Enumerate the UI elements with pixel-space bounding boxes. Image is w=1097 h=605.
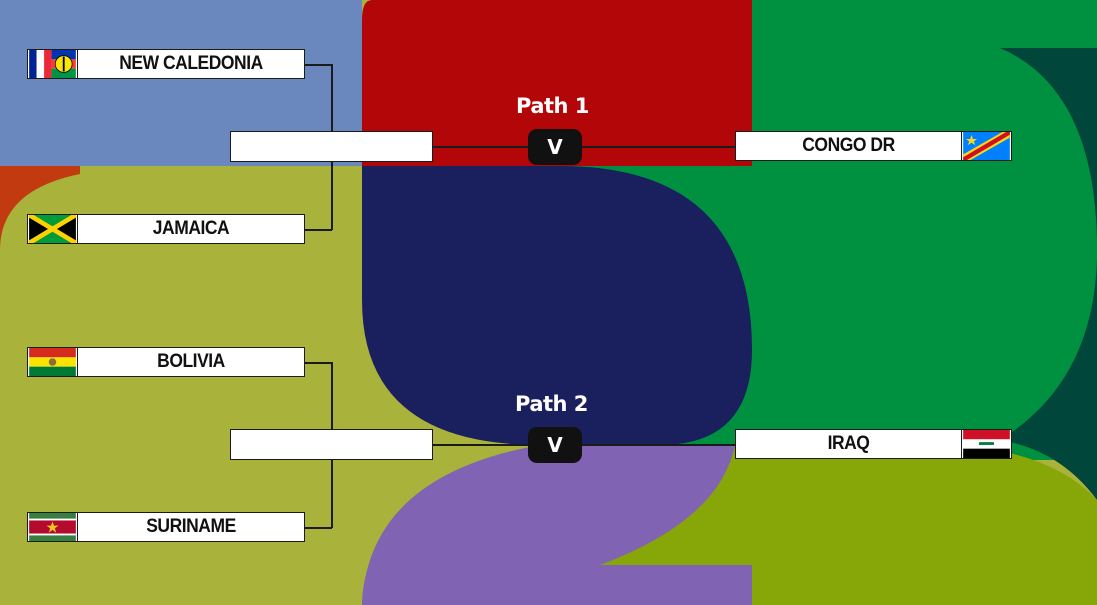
bolivia-flag-icon [28, 348, 78, 376]
suriname-flag-icon [28, 513, 78, 541]
team-suriname: SURINAME [27, 512, 305, 542]
team-name: JAMAICA [152, 218, 230, 239]
jamaica-flag-icon [28, 215, 78, 243]
team-name: BOLIVIA [157, 351, 225, 372]
connector-line [304, 229, 332, 231]
team-new-caledonia: NEW CALEDONIA [27, 49, 305, 79]
team-iraq: IRAQ [735, 429, 1012, 459]
team-congo-dr: CONGO DR [735, 131, 1012, 161]
team-name: CONGO DR [802, 135, 895, 156]
vs-badge-path-1: V [528, 129, 582, 165]
new-caledonia-flag-icon [28, 50, 78, 78]
team-name: SURINAME [146, 516, 236, 537]
team-name: IRAQ [827, 433, 870, 454]
connector-line [432, 146, 736, 148]
team-name: NEW CALEDONIA [119, 53, 263, 74]
vs-badge-path-2: V [528, 427, 582, 463]
winner-slot-path-2 [230, 429, 433, 460]
connector-line [304, 64, 332, 66]
connector-line [304, 362, 332, 364]
connector-line [432, 444, 736, 446]
winner-slot-path-1 [230, 131, 433, 162]
congo-dr-flag-icon [961, 132, 1011, 160]
team-jamaica: JAMAICA [27, 214, 305, 244]
path-1-label: Path 1 [516, 94, 589, 118]
iraq-flag-icon [961, 430, 1011, 458]
path-2-label: Path 2 [515, 392, 588, 416]
connector-line [304, 527, 332, 529]
team-bolivia: BOLIVIA [27, 347, 305, 377]
